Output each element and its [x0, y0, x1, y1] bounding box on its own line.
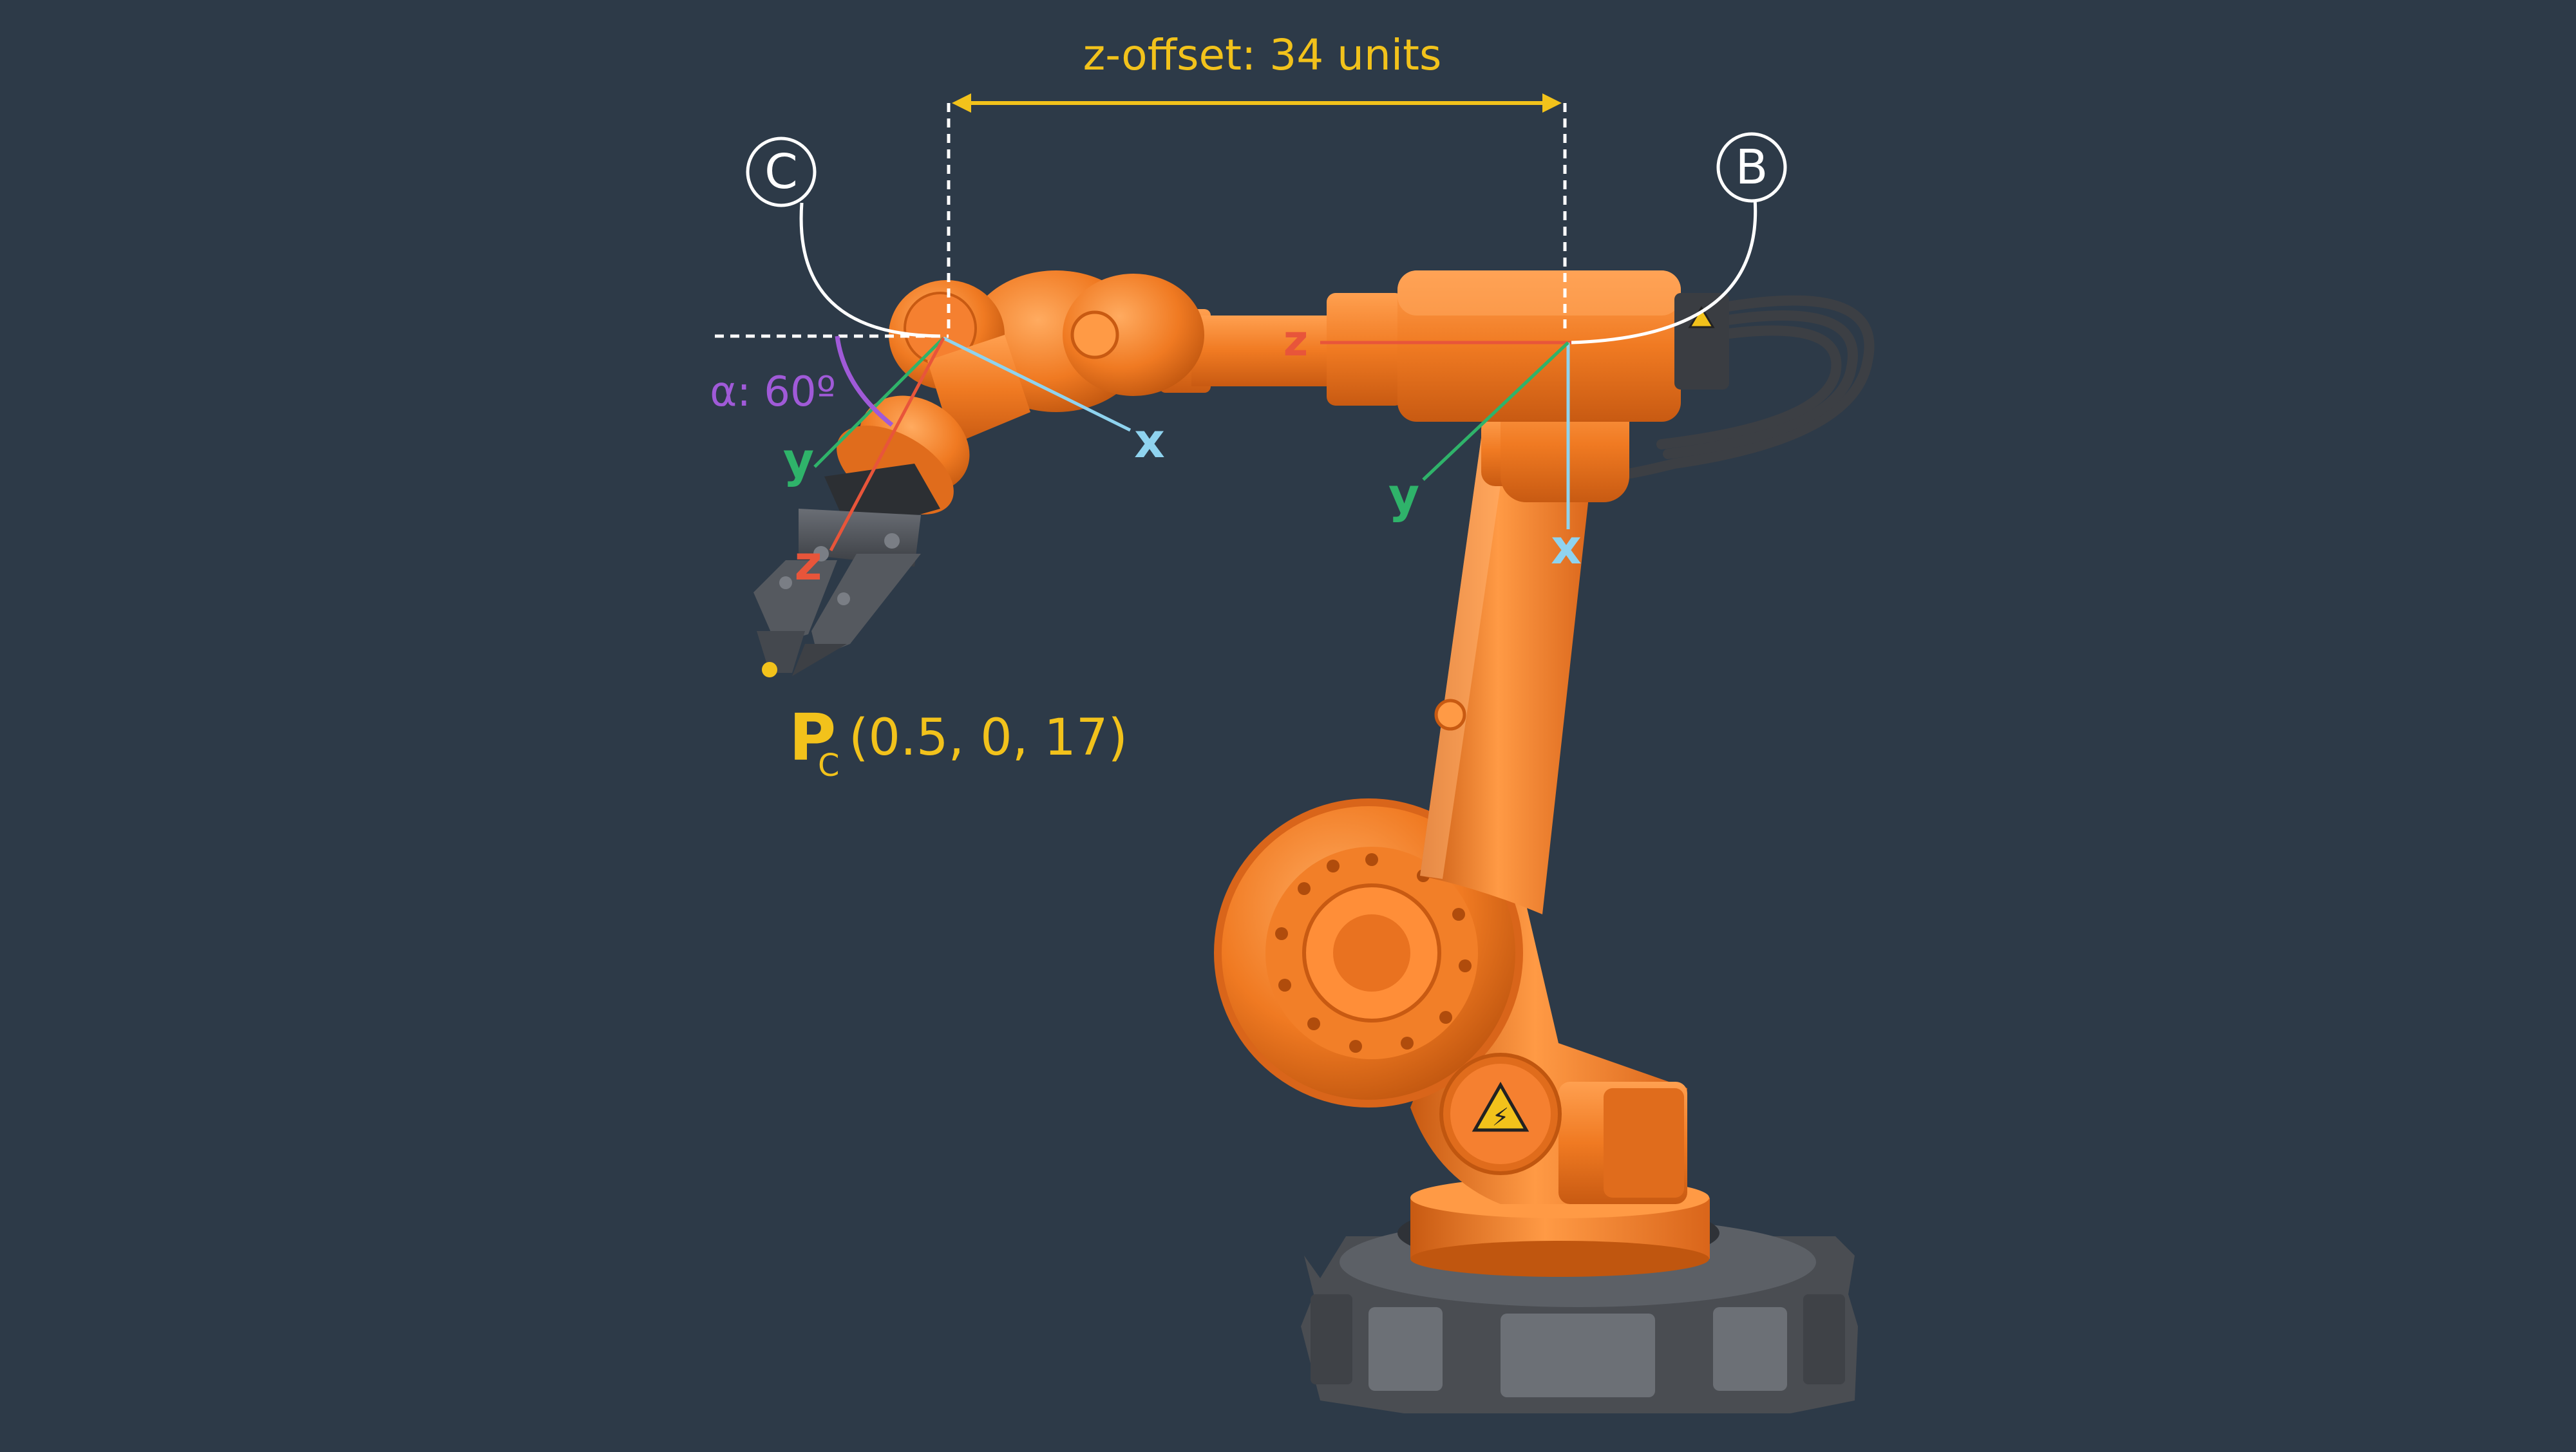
- frame-c-callout: C: [746, 137, 941, 338]
- z-offset-dimension: z-offset: 34 units: [947, 30, 1567, 335]
- robot-forearm: [1159, 270, 1729, 422]
- warning-symbol: ⚡: [1492, 1103, 1510, 1131]
- frame-c-z-label: z: [794, 536, 822, 591]
- point-pc-marker: [762, 662, 777, 677]
- frame-b-y-label: y: [1388, 468, 1419, 523]
- frame-b-x-label: x: [1551, 520, 1582, 575]
- frame-c-y-label: y: [783, 433, 814, 488]
- frame-c-x-label: x: [1134, 413, 1165, 469]
- frame-b-axes: z x y: [1283, 316, 1582, 575]
- point-pc-subscript: C: [818, 748, 840, 784]
- frame-c-axes: x y z: [783, 336, 1165, 591]
- warning-sign: ⚡: [1439, 1053, 1562, 1175]
- point-pc-symbol: P: [789, 700, 836, 775]
- robot-cable: [1598, 295, 1875, 482]
- point-pc-coords: (0.5, 0, 17): [849, 709, 1128, 767]
- z-offset-label: z-offset: 34 units: [1083, 30, 1442, 80]
- frame-c-marker: C: [764, 144, 798, 200]
- frame-b-callout: B: [1571, 132, 1787, 344]
- angle-alpha: α: 60º: [710, 335, 894, 427]
- robot-upper-arm: [1420, 438, 1594, 914]
- angle-alpha-label: α: 60º: [710, 368, 836, 416]
- frame-b-marker: B: [1736, 140, 1768, 195]
- frame-b-z-label: z: [1283, 316, 1308, 366]
- point-pc: P C (0.5, 0, 17): [762, 662, 1128, 784]
- robot-gripper: [753, 464, 940, 676]
